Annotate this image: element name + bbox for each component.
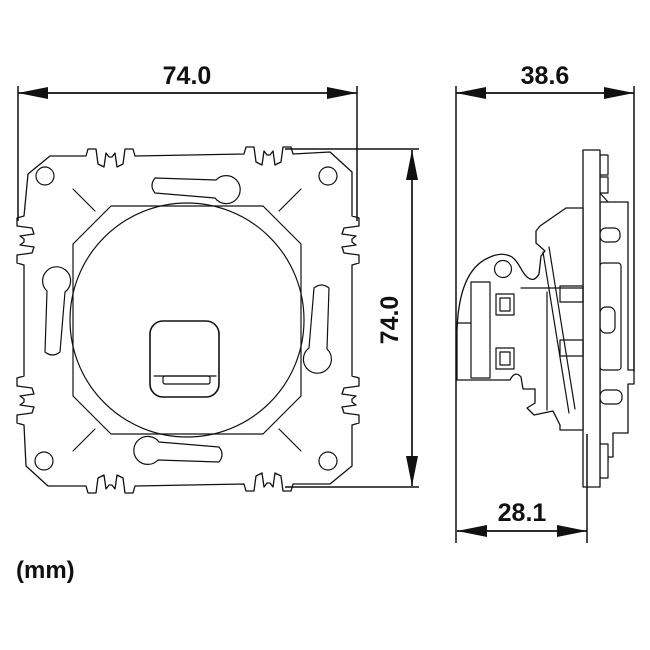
bracket-hole bbox=[493, 259, 513, 279]
rear-top-tab bbox=[599, 154, 609, 176]
arrowhead-top bbox=[406, 150, 418, 180]
screw-hole-bottom-right bbox=[318, 451, 338, 471]
body-pocket-upper bbox=[559, 285, 584, 303]
dimension-side-total-depth: 38.6 bbox=[455, 62, 635, 543]
mounting-frame-outline bbox=[16, 146, 360, 494]
claw-arm-diagonals bbox=[542, 246, 576, 414]
keyhole-slot-top bbox=[151, 175, 241, 205]
extension-lines bbox=[17, 86, 358, 221]
terminal-window-upper-inner bbox=[499, 297, 511, 312]
socket-latch-slot bbox=[162, 375, 211, 385]
rear-latch-upper bbox=[599, 227, 621, 243]
dimension-value-front-width: 74.0 bbox=[163, 62, 212, 90]
side-view bbox=[456, 149, 635, 488]
terminal-window-upper bbox=[495, 293, 515, 316]
screw-hole-bottom-left bbox=[34, 451, 54, 471]
arrowhead-right bbox=[557, 525, 587, 537]
central-socket-opening bbox=[149, 320, 220, 398]
rear-bottom-tab bbox=[599, 443, 609, 479]
socket-opening-outline bbox=[149, 320, 220, 398]
terminal-window-lower bbox=[495, 347, 515, 370]
dimension-front-height: 74.0 bbox=[285, 148, 419, 488]
round-cover-plate bbox=[69, 202, 305, 438]
rear-latch-middle bbox=[599, 306, 616, 334]
extension-lines bbox=[455, 86, 635, 543]
arrowhead-right bbox=[604, 87, 634, 99]
support-corner-wings bbox=[72, 188, 302, 452]
dimension-value-front-height: 74.0 bbox=[376, 296, 404, 345]
arrowhead-left bbox=[457, 525, 487, 537]
front-bracket-strip bbox=[470, 281, 491, 379]
unit-label: (mm) bbox=[16, 557, 75, 584]
rear-top-tab2 bbox=[599, 176, 609, 194]
rear-step-diagonal bbox=[599, 192, 609, 203]
dimension-side-mounting-depth: 28.1 bbox=[457, 434, 588, 543]
body-pocket-lower bbox=[559, 339, 584, 357]
dimension-value-mounting-depth: 28.1 bbox=[498, 499, 547, 527]
extension-lines bbox=[285, 148, 419, 488]
cover-plate-edge bbox=[582, 149, 601, 488]
front-view bbox=[16, 146, 360, 494]
dimension-front-width: 74.0 bbox=[17, 62, 358, 221]
screw-hole-top-left bbox=[35, 166, 55, 186]
terminal-window-lower-inner bbox=[499, 351, 511, 366]
arrowhead-left bbox=[18, 87, 48, 99]
rear-latch-lower bbox=[599, 389, 623, 405]
screw-hole-top-right bbox=[318, 166, 338, 186]
arrowhead-left bbox=[456, 87, 486, 99]
dimension-value-total-depth: 38.6 bbox=[521, 62, 570, 90]
arrowhead-right bbox=[327, 87, 357, 99]
arrowhead-bottom bbox=[406, 456, 418, 486]
